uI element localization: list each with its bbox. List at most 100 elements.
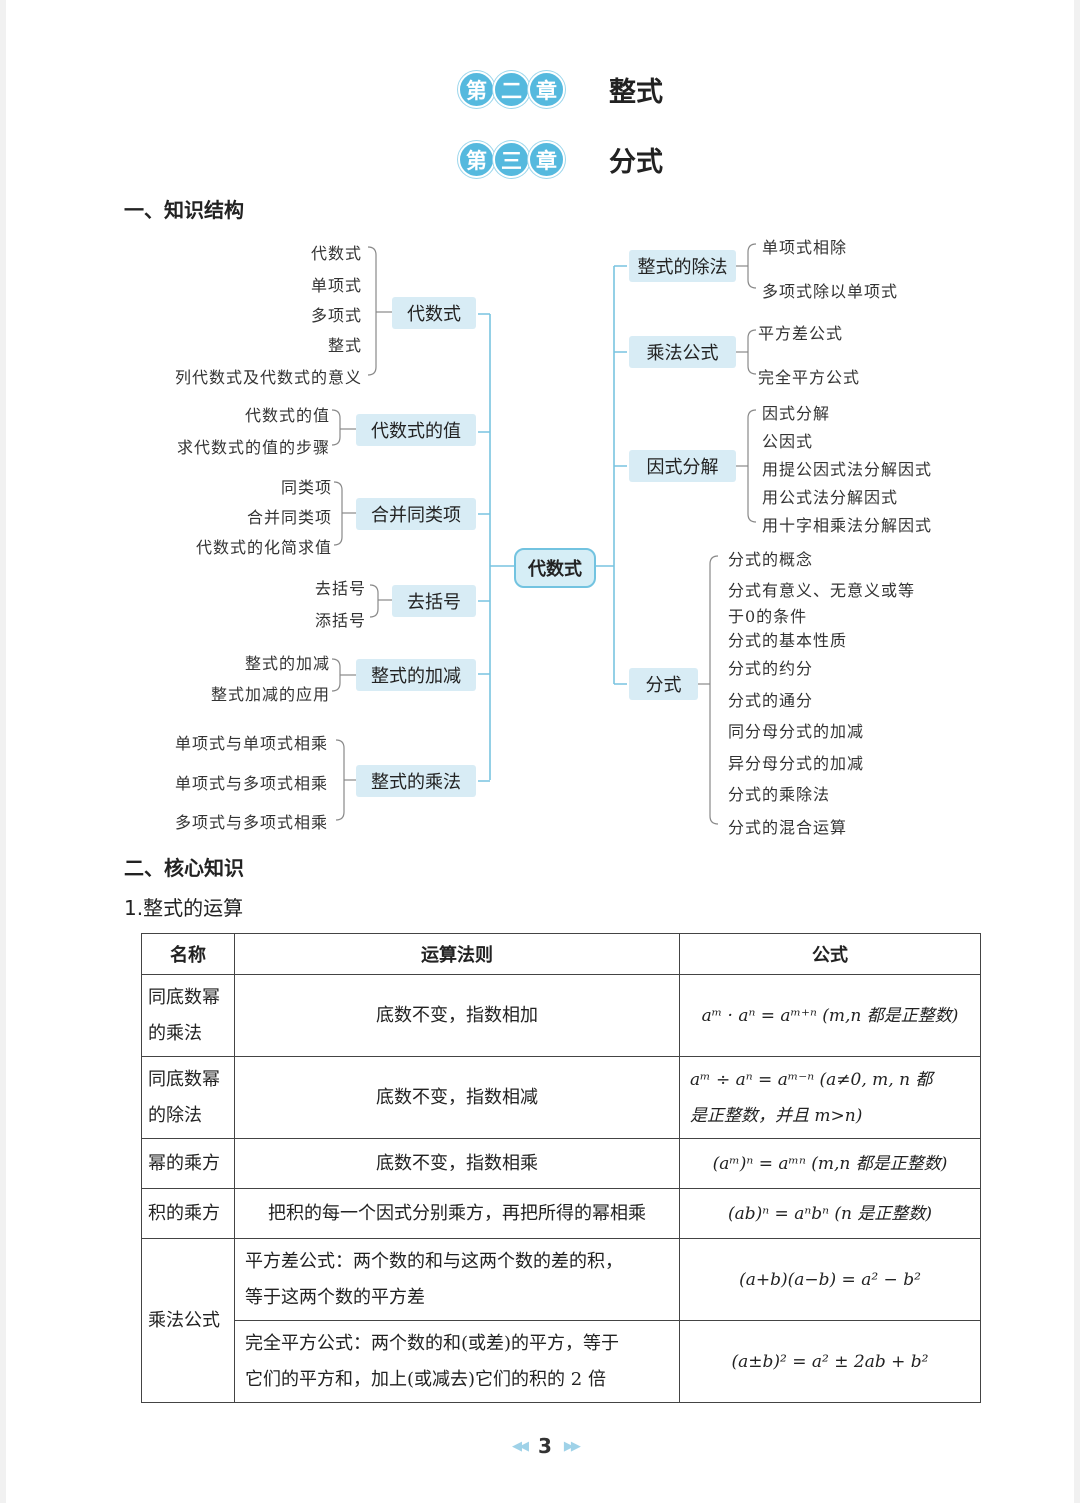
badge-char: 第: [458, 141, 495, 178]
table-cell-formula: aᵐ · aⁿ = aᵐ⁺ⁿ (m,n 都是正整数): [679, 974, 981, 1057]
badge-char: 章: [528, 141, 565, 178]
page-footer: ◀◀ 3 ▶▶: [512, 1434, 581, 1458]
table-cell-name: 乘法公式: [141, 1238, 235, 1403]
prev-arrow-icon: ◀◀: [512, 1438, 529, 1454]
cell-line: 它们的平方和，加上(或减去)它们的积的 2 倍: [245, 1368, 606, 1390]
mind-map-leaf: 多项式除以单项式: [762, 282, 899, 301]
table-row: 同底数幂的除法 底数不变，指数相减 aᵐ ÷ aⁿ = aᵐ⁻ⁿ (a≠0, m…: [141, 1056, 981, 1139]
table-cell-rule: 底数不变，指数相加: [234, 974, 680, 1057]
badge-char: 章: [528, 71, 565, 108]
mind-map-leaf: 单项式相除: [762, 238, 848, 257]
table-header: 运算法则: [234, 933, 680, 975]
mind-map-leaf: 去括号: [314, 579, 366, 598]
mind-map-leaf: 合并同类项: [246, 508, 332, 527]
table-cell-rule: 底数不变，指数相乘: [234, 1138, 680, 1189]
mind-map-leaf: 添括号: [314, 611, 366, 630]
page-edge-left: [0, 0, 6, 1503]
cell-line: 等于这两个数的平方差: [245, 1286, 425, 1308]
section-heading-core: 二、核心知识: [124, 856, 244, 880]
table-cell-name: 幂的乘方: [141, 1138, 235, 1189]
mind-map-node: 整式的乘法: [356, 765, 476, 797]
mind-map-node: 整式的加减: [356, 659, 476, 691]
table-cell-formula: (ab)ⁿ = aⁿbⁿ (n 是正整数): [679, 1188, 981, 1239]
chapter-header-2: 第 二 章 整式: [458, 70, 663, 109]
table-cell-formula: (a±b)² = a² ± 2ab + b²: [679, 1320, 981, 1403]
table-cell-rule: 平方差公式：两个数的和与这两个数的差的积， 等于这两个数的平方差: [234, 1238, 680, 1321]
table-row: 幂的乘方 底数不变，指数相乘 (aᵐ)ⁿ = aᵐⁿ (m,n 都是正整数): [141, 1138, 981, 1189]
section-heading-structure: 一、知识结构: [124, 198, 244, 222]
mind-map-leaf: 用公式法分解因式: [762, 488, 899, 507]
badge-char: 第: [458, 71, 495, 108]
mind-map-leaf: 整式的加减: [244, 654, 330, 673]
table-header: 公式: [679, 933, 981, 975]
cell-line: 的除法: [148, 1104, 202, 1126]
mind-map-leaf: 代数式: [310, 244, 362, 263]
cell-line: aᵐ ÷ aⁿ = aᵐ⁻ⁿ (a≠0, m, n 都: [690, 1069, 933, 1090]
mind-map-leaf: 分式有意义、无意义或等: [728, 581, 916, 600]
cell-line: 是正整数，并且 m>n): [690, 1105, 863, 1126]
mind-map-leaf: 异分母分式的加减: [728, 754, 865, 773]
page-number: 3: [538, 1434, 552, 1458]
mind-map-leaf: 求代数式的值的步骤: [176, 438, 330, 457]
mind-map-leaf: 用十字相乘法分解因式: [762, 516, 933, 535]
mind-map-leaf: 分式的约分: [728, 659, 814, 678]
mind-map-leaf: 分式的混合运算: [728, 818, 848, 837]
page-edge-right: [1074, 0, 1080, 1503]
mind-map-leaf: 分式的通分: [728, 691, 814, 710]
mind-map-leaf: 同类项: [280, 478, 332, 497]
table-row: 乘法公式 平方差公式：两个数的和与这两个数的差的积， 等于这两个数的平方差 (a+…: [141, 1238, 981, 1403]
table-header: 名称: [141, 933, 235, 975]
table-row: 同底数幂的乘法 底数不变，指数相加 aᵐ · aⁿ = aᵐ⁺ⁿ (m,n 都是…: [141, 974, 981, 1057]
table-cell-rule: 把积的每一个因式分别乘方，再把所得的幂相乘: [234, 1188, 680, 1239]
cell-line: 的乘法: [148, 1022, 202, 1044]
mind-map-node: 分式: [629, 668, 698, 700]
mind-map-leaf: 列代数式及代数式的意义: [174, 368, 362, 387]
mind-map-leaf: 单项式与单项式相乘: [174, 734, 328, 753]
mind-map-leaf: 单项式与多项式相乘: [174, 774, 328, 793]
mind-map-node: 因式分解: [629, 450, 736, 482]
table-cell-rule: 完全平方公式：两个数的和(或差)的平方，等于它们的平方和，加上(或减去)它们的积…: [234, 1320, 680, 1403]
mind-map-leaf: 代数式的值: [244, 406, 330, 425]
mind-map-leaf: 完全平方公式: [758, 368, 861, 387]
chapter-badge: 第 三 章: [458, 141, 565, 178]
mind-map-leaf: 同分母分式的加减: [728, 722, 865, 741]
table-row: 完全平方公式：两个数的和(或差)的平方，等于它们的平方和，加上(或减去)它们的积…: [142, 1320, 981, 1403]
mind-map-node: 乘法公式: [629, 336, 736, 368]
mind-map-leaf: 分式的基本性质: [728, 631, 848, 650]
cell-line: 平方差公式：两个数的和与这两个数的差的积，: [245, 1250, 623, 1272]
table-cell-name: 积的乘方: [141, 1188, 235, 1239]
table-cell-rule: 底数不变，指数相减: [234, 1056, 680, 1139]
cell-line: 同底数幂: [148, 1068, 220, 1090]
badge-char: 三: [493, 141, 530, 178]
mind-map-leaf: 于0的条件: [728, 607, 808, 626]
chapter-title: 整式: [609, 77, 663, 108]
mind-map-node: 代数式的值: [356, 414, 476, 446]
mind-map-leaf: 因式分解: [762, 404, 831, 423]
mind-map-node: 代数式: [392, 297, 476, 329]
mind-map-node: 合并同类项: [356, 498, 476, 530]
mind-map-node: 去括号: [392, 585, 476, 617]
operations-table: 名称 运算法则 公式 同底数幂的乘法 底数不变，指数相加 aᵐ · aⁿ = a…: [141, 933, 981, 1403]
table-cell-name: 同底数幂的乘法: [141, 974, 235, 1057]
mind-map-leaf: 多项式: [310, 306, 362, 325]
mind-map-leaf: 用提公因式法分解因式: [762, 460, 933, 479]
cell-line: 完全平方公式：两个数的和(或差)的平方，等于: [245, 1332, 620, 1354]
next-arrow-icon: ▶▶: [563, 1438, 581, 1454]
cell-line: 同底数幂: [148, 986, 220, 1008]
table-cell-formula: (a+b)(a−b) = a² − b²: [679, 1238, 981, 1321]
table-cell-name: 同底数幂的除法: [141, 1056, 235, 1139]
table-row: 积的乘方 把积的每一个因式分别乘方，再把所得的幂相乘 (ab)ⁿ = aⁿbⁿ …: [141, 1188, 981, 1239]
subsection-heading: 1.整式的运算: [124, 896, 244, 920]
mind-map-leaf: 公因式: [762, 432, 814, 451]
mind-map-leaf: 代数式的化简求值: [195, 538, 332, 557]
mind-map-leaf: 分式的乘除法: [728, 785, 831, 804]
mind-map-leaf: 分式的概念: [728, 550, 814, 569]
table-cell-formula: (aᵐ)ⁿ = aᵐⁿ (m,n 都是正整数): [679, 1138, 981, 1189]
table-header-row: 名称 运算法则 公式: [141, 933, 981, 975]
mind-map-leaf: 单项式: [310, 276, 362, 295]
chapter-badge: 第 二 章: [458, 71, 565, 108]
table-cell-formula: aᵐ ÷ aⁿ = aᵐ⁻ⁿ (a≠0, m, n 都是正整数，并且 m>n): [679, 1056, 981, 1139]
mind-map-leaf: 整式: [327, 336, 362, 355]
